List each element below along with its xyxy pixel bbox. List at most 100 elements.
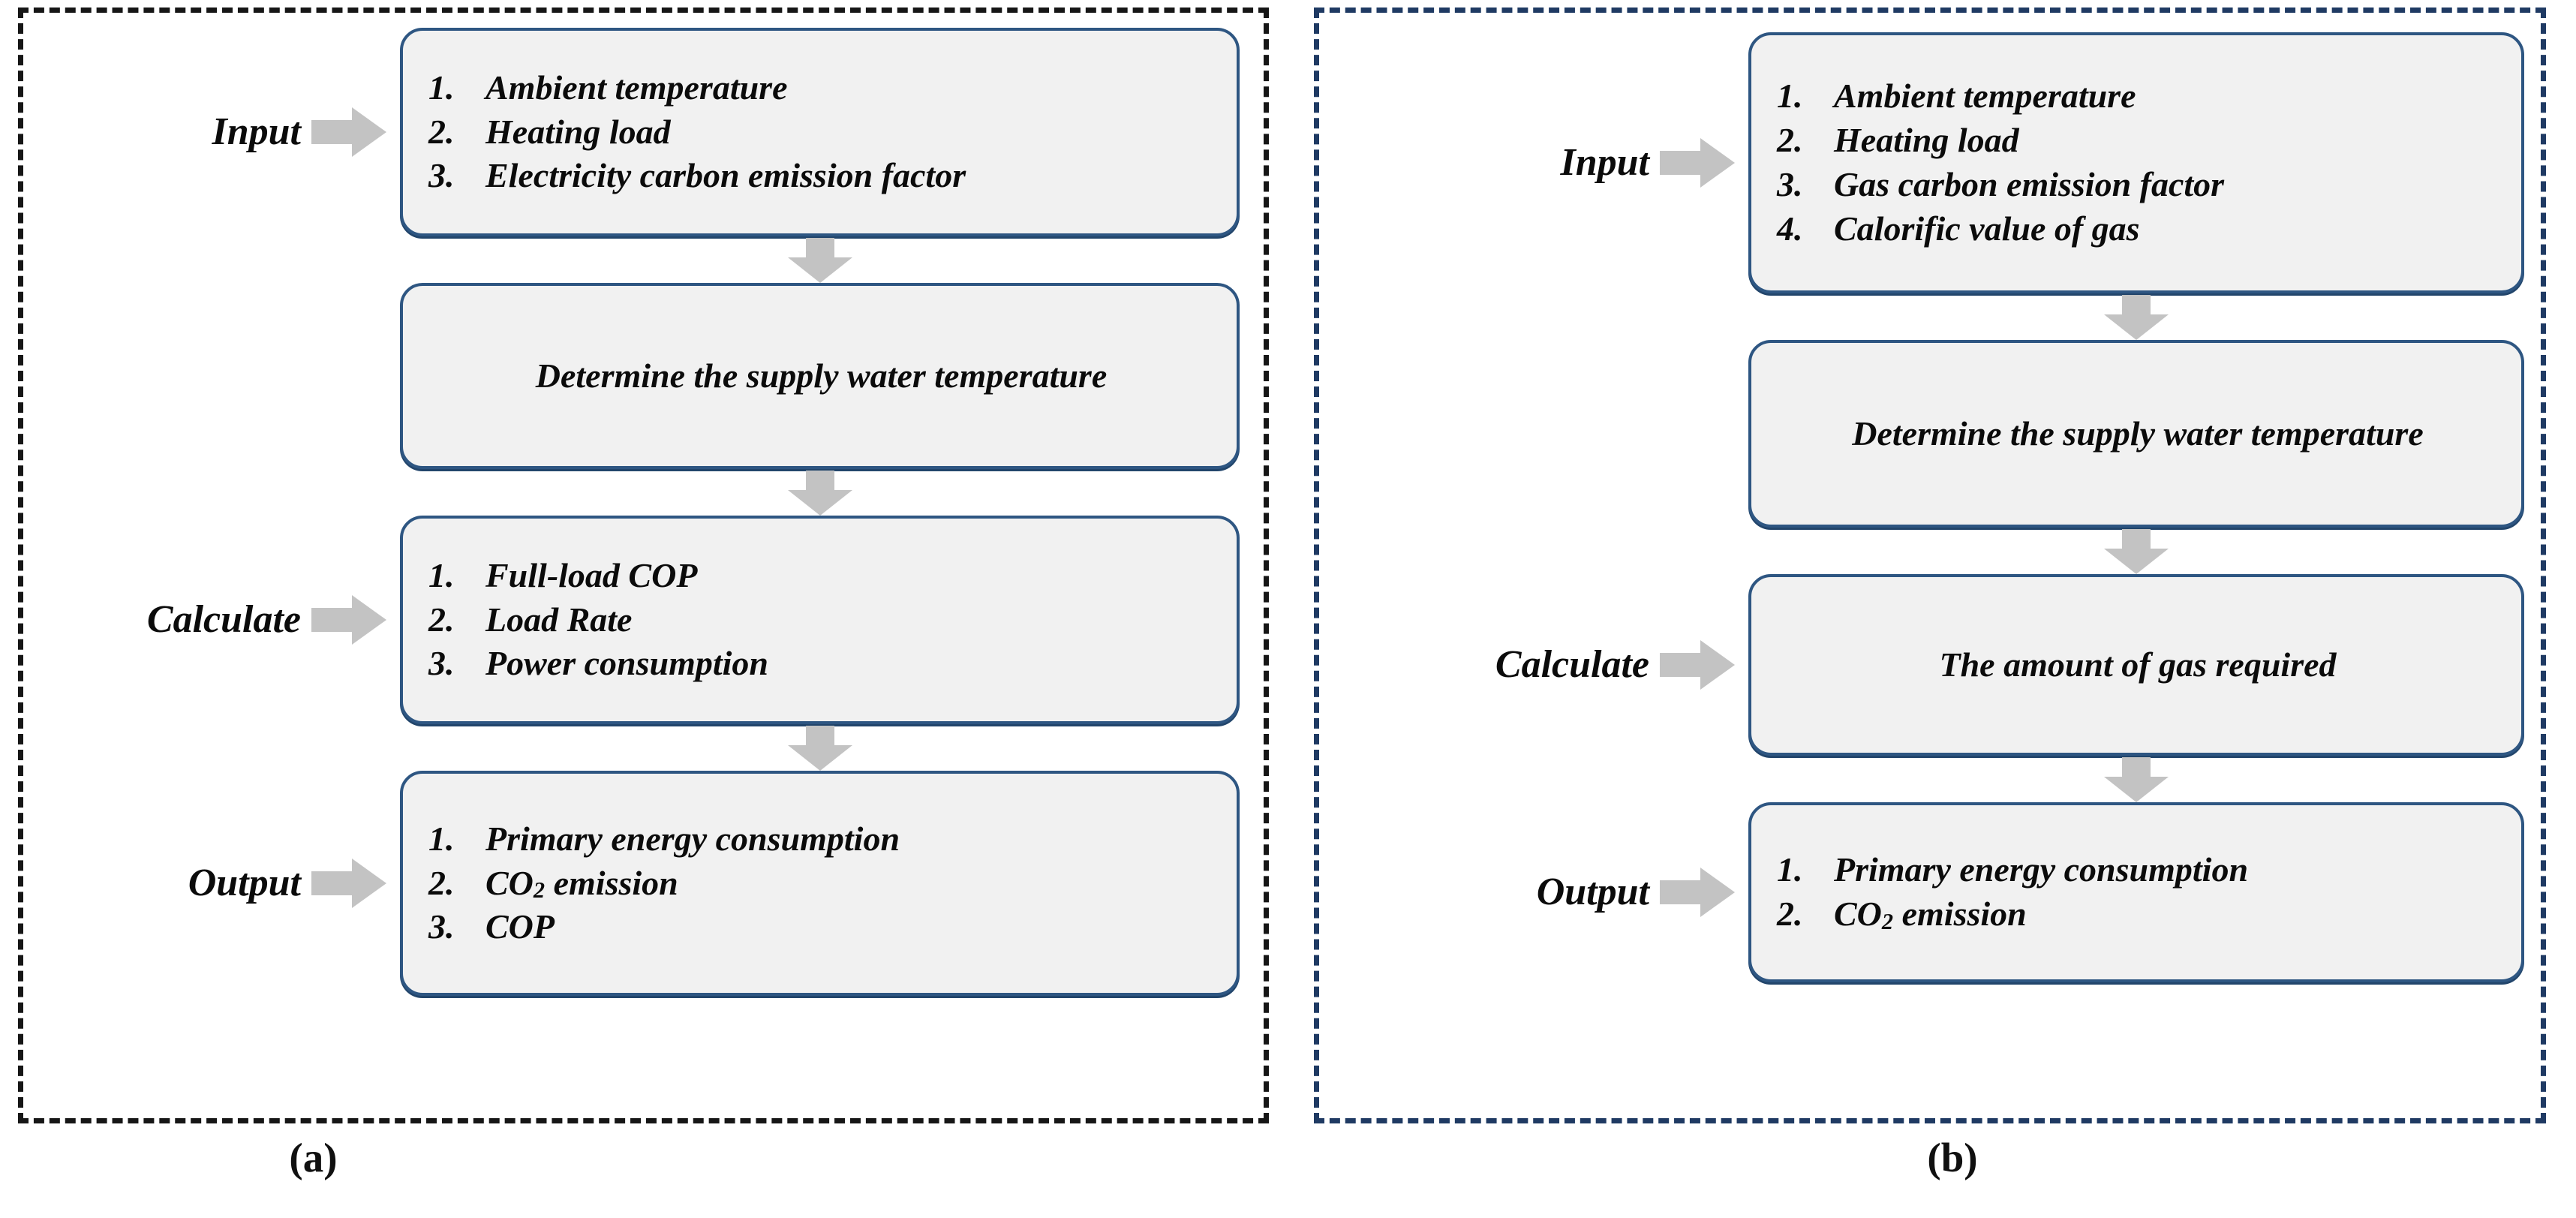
list-item-number: 2. [1777,121,1803,160]
panel-a-input-box[interactable]: 1. Ambient temperature 2. Heating load 3… [400,28,1240,236]
panel-a-connector-1 [23,236,1264,283]
panel-b-input-box[interactable]: 1. Ambient temperature 2. Heating load 3… [1748,32,2524,293]
panel-b-output-label-cell: Output [1319,868,1748,917]
list-item: 1. Primary energy consumption [1777,848,2499,892]
panel-a-stage-calculate: Calculate 1. Full-load COP [23,516,1264,724]
arrow-right-icon [1660,640,1735,690]
stage-label-calculate: Calculate [1495,643,1649,686]
panel-a-flow: Input 1. Ambient temperature [23,13,1264,1118]
panel-a: Input 1. Ambient temperature [0,0,1287,1218]
list-item-number: 3. [428,156,455,195]
panel-a-caption: (a) [289,1135,338,1180]
list-item-label: COP [485,907,555,946]
panel-b-flow: Input 1. Ambient temperature [1319,13,2541,1118]
list-item: 1. Ambient temperature [428,66,1214,110]
list-item-label: Power consumption [485,644,769,683]
list-item-number: 1. [1777,77,1803,116]
list-item-label: Primary energy consumption [1834,850,2249,889]
panel-a-output-label-cell: Output [23,859,400,908]
list-item-label: Electricity carbon emission factor [485,156,966,195]
panel-b-output-box[interactable]: 1. Primary energy consumption 2. CO2 emi… [1748,802,2524,982]
co2-subscript: 2 [533,877,546,904]
list-item: 2. Load Rate [428,598,1214,642]
panel-a-output-list: 1. Primary energy consumption 2. CO2 emi… [428,817,1214,950]
panel-b: Input 1. Ambient temperature [1287,0,2576,1218]
list-item-number: 2. [428,863,455,902]
list-item: 2. Heating load [1777,119,2499,163]
panel-b-input-box-cell: 1. Ambient temperature 2. Heating load 3… [1748,32,2541,293]
list-item: 3. Gas carbon emission factor [1777,163,2499,207]
panel-a-output-box[interactable]: 1. Primary energy consumption 2. CO2 emi… [400,771,1240,996]
panel-b-calculate-box[interactable]: The amount of gas required [1748,574,2524,756]
list-item-number: 1. [1777,850,1803,889]
arrow-right-icon [311,859,386,908]
list-item-number: 4. [1777,209,1803,248]
list-item-label: Ambient temperature [485,68,788,107]
list-item-number: 2. [1777,895,1803,933]
list-item: 3. Power consumption [428,642,1214,686]
panel-b-connector-2 [1319,528,2541,574]
list-item: 2. CO2 emission [428,862,1214,906]
list-item-label: Heating load [485,112,671,151]
panel-a-output-box-cell: 1. Primary energy consumption 2. CO2 emi… [400,771,1264,996]
arrow-right-icon [1660,868,1735,917]
co2-formula: CO [1834,895,1882,933]
list-item: 4. Calorific value of gas [1777,207,2499,251]
arrow-down-icon [2104,529,2169,574]
panel-b-output-list: 1. Primary energy consumption 2. CO2 emi… [1777,848,2499,937]
arrow-down-icon [787,471,852,516]
panel-b-determine-box-cell: Determine the supply water temperature [1748,340,2541,528]
list-item: 1. Full-load COP [428,554,1214,598]
list-item-label: CO2 emission [485,862,1214,906]
panel-a-input-list: 1. Ambient temperature 2. Heating load 3… [428,66,1214,199]
panel-a-determine-text: Determine the supply water temperature [535,356,1108,395]
list-item-label: Calorific value of gas [1834,209,2140,248]
panel-b-stage-determine: Determine the supply water temperature [1319,340,2541,528]
list-item-number: 3. [428,644,455,683]
arrow-right-icon [1660,138,1735,188]
panel-b-stage-output: Output 1. Primary energy consumption [1319,802,2541,982]
stage-label-input: Input [1560,141,1649,184]
co2-subscript: 2 [1881,908,1894,934]
panel-a-calculate-box-cell: 1. Full-load COP 2. Load Rate 3. Power c… [400,516,1264,724]
list-item: 2. Heating load [428,110,1214,155]
panel-a-connector-2 [23,469,1264,516]
list-item-label: Full-load COP [485,555,698,594]
arrow-right-icon [311,595,386,645]
list-item-number: 1. [428,819,455,858]
list-item: 1. Ambient temperature [1777,74,2499,119]
list-item: 1. Primary energy consumption [428,817,1214,862]
panel-b-input-list: 1. Ambient temperature 2. Heating load 3… [1777,74,2499,251]
panel-a-determine-box-cell: Determine the supply water temperature [400,283,1264,469]
arrow-down-icon [2104,757,2169,802]
panel-b-calculate-text: The amount of gas required [1939,645,2337,684]
list-item-number: 2. [428,112,455,151]
panel-a-connector-3 [23,724,1264,771]
panel-a-calculate-list: 1. Full-load COP 2. Load Rate 3. Power c… [428,554,1214,687]
panel-b-connector-3 [1319,756,2541,802]
panel-b-caption: (b) [1927,1135,1978,1180]
panel-a-stage-output: Output 1. Primary energy consumption [23,771,1264,996]
list-item: 2. CO2 emission [1777,892,2499,937]
panel-a-input-label-cell: Input [23,107,400,157]
stage-label-calculate: Calculate [146,598,301,641]
panel-a-determine-box[interactable]: Determine the supply water temperature [400,283,1240,469]
panel-b-calculate-box-cell: The amount of gas required [1748,574,2541,756]
panel-b-connector-1 [1319,293,2541,340]
list-item-number: 1. [428,68,455,107]
panel-b-determine-box[interactable]: Determine the supply water temperature [1748,340,2524,528]
list-item: 3. COP [428,905,1214,949]
arrow-right-icon [311,107,386,157]
list-item-label: Gas carbon emission factor [1834,165,2225,203]
panel-a-input-box-cell: 1. Ambient temperature 2. Heating load 3… [400,28,1264,236]
stage-label-output: Output [188,862,301,904]
panel-a-calculate-box[interactable]: 1. Full-load COP 2. Load Rate 3. Power c… [400,516,1240,724]
panel-b-dashed-frame: Input 1. Ambient temperature [1314,8,2546,1123]
list-item: 3. Electricity carbon emission factor [428,154,1214,198]
stage-label-input: Input [212,110,301,153]
list-item-number: 3. [428,907,455,946]
list-item-label: Load Rate [485,600,633,639]
panel-b-input-label-cell: Input [1319,138,1748,188]
list-item-number: 3. [1777,165,1803,203]
panel-a-dashed-frame: Input 1. Ambient temperature [18,8,1269,1123]
